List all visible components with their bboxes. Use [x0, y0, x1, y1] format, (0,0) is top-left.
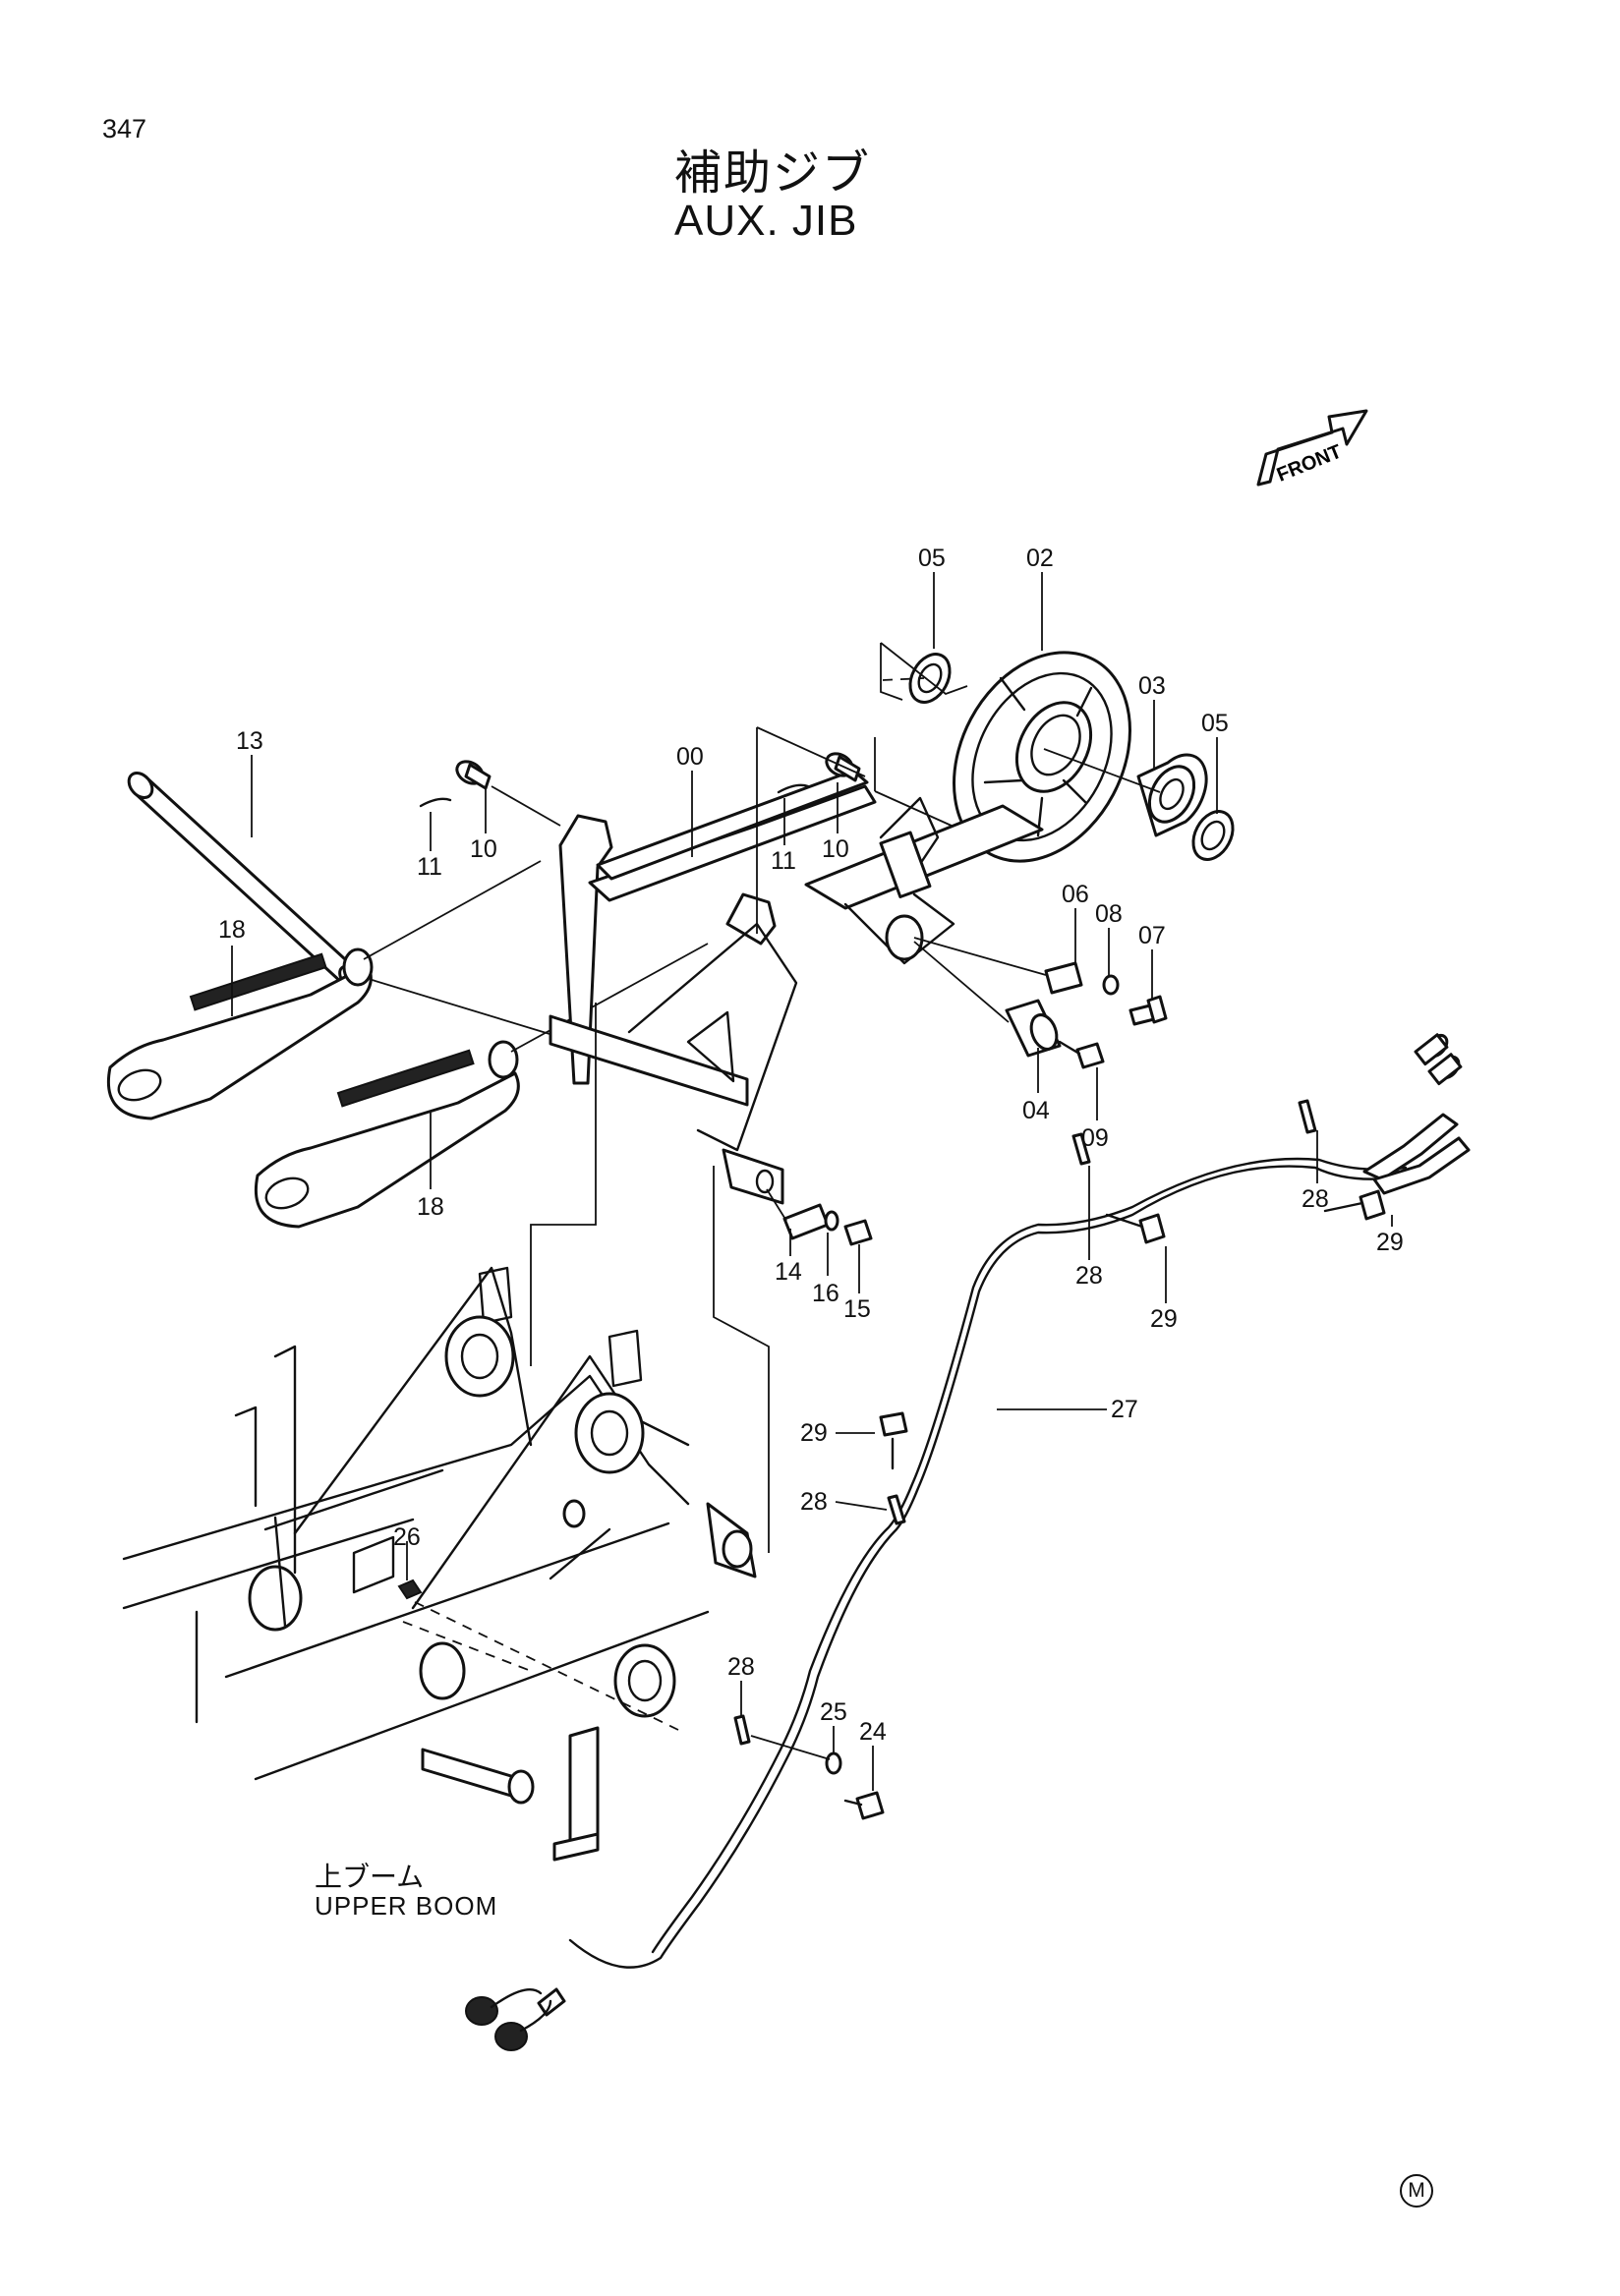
callout-05: 05: [918, 545, 946, 572]
callout-15: 15: [843, 1295, 871, 1323]
callout-02: 02: [1026, 545, 1054, 572]
clamp-28-lower: [887, 1494, 906, 1525]
bolt-07: [1128, 995, 1168, 1026]
pin-10-left: [419, 760, 561, 827]
bushing-part: [1005, 999, 1062, 1058]
upper-boom-label: UPPER BOOM: [315, 1891, 498, 1921]
callout-28-lower: 28: [800, 1488, 828, 1516]
callout-10: 10: [470, 835, 497, 863]
upper-boom-structure: [122, 1266, 757, 1862]
callout-04: 04: [1022, 1097, 1050, 1124]
callout-11: 11: [417, 853, 442, 881]
bolt-29-right: [1323, 1189, 1386, 1221]
bolt-24: [843, 1791, 885, 1820]
callout-29-mid: 29: [1150, 1305, 1178, 1333]
callout-11-right: 11: [771, 847, 796, 875]
callout-06: 06: [1062, 881, 1089, 908]
link-plate-lower: [254, 1040, 520, 1229]
callout-labels: 05 02 03 05 13 00 11 10 11 10 18 18 06: [218, 545, 1404, 1791]
upper-boom-label-japanese: 上ブーム: [315, 1862, 425, 1892]
callout-00: 00: [676, 743, 704, 771]
callout-03: 03: [1138, 672, 1166, 700]
callout-26: 26: [393, 1523, 421, 1551]
clamp-28-top-right: [1298, 1099, 1317, 1134]
nut-26: [397, 1578, 423, 1600]
callout-09: 09: [1081, 1124, 1109, 1152]
bolt-09: [1058, 1040, 1105, 1069]
callout-29-right: 29: [1376, 1229, 1404, 1256]
callout-18-upper: 18: [218, 916, 246, 944]
callout-28-top: 28: [1302, 1185, 1329, 1213]
washer-08: [1102, 974, 1120, 996]
ring-part-left: [908, 653, 952, 704]
callout-13: 13: [236, 727, 263, 755]
spacer-plate: [1044, 961, 1083, 995]
clamp-28-bottom: [733, 1714, 751, 1746]
washer-16: [824, 1210, 839, 1232]
ring-part-right: [1191, 810, 1235, 861]
clamp-28-mid: [1071, 1132, 1091, 1166]
page-title: AUX. JIB: [674, 197, 858, 245]
callout-10-right: 10: [822, 835, 849, 863]
washer-25: [825, 1751, 842, 1775]
hydraulic-hose: [465, 1033, 1471, 2051]
callout-08: 08: [1095, 900, 1123, 928]
callout-29-left: 29: [800, 1419, 828, 1447]
page-number: 347: [102, 114, 147, 144]
callout-14: 14: [775, 1258, 802, 1286]
link-plate-upper: [106, 947, 374, 1120]
callout-07: 07: [1138, 922, 1166, 949]
callout-18-lower: 18: [417, 1193, 444, 1221]
callout-28-mid: 28: [1075, 1262, 1103, 1290]
bolt-15: [843, 1219, 873, 1246]
page-title-japanese: 補助ジブ: [674, 147, 872, 200]
callout-16: 16: [812, 1280, 839, 1307]
pin-part: [127, 771, 360, 988]
footer-mark-icon: M: [1400, 2174, 1433, 2208]
callout-05-right: 05: [1201, 710, 1229, 737]
bracket-assembly: [549, 769, 1044, 1205]
bolt-29-mid: [1105, 1213, 1166, 1244]
bolt-29-left: [879, 1411, 908, 1470]
front-arrow-icon: FRONT: [1256, 409, 1368, 487]
callout-25: 25: [820, 1698, 847, 1726]
callout-24: 24: [859, 1718, 887, 1746]
callout-27: 27: [1111, 1396, 1138, 1423]
bearing-part: [1043, 748, 1208, 837]
callout-28-bottom: 28: [727, 1653, 755, 1681]
